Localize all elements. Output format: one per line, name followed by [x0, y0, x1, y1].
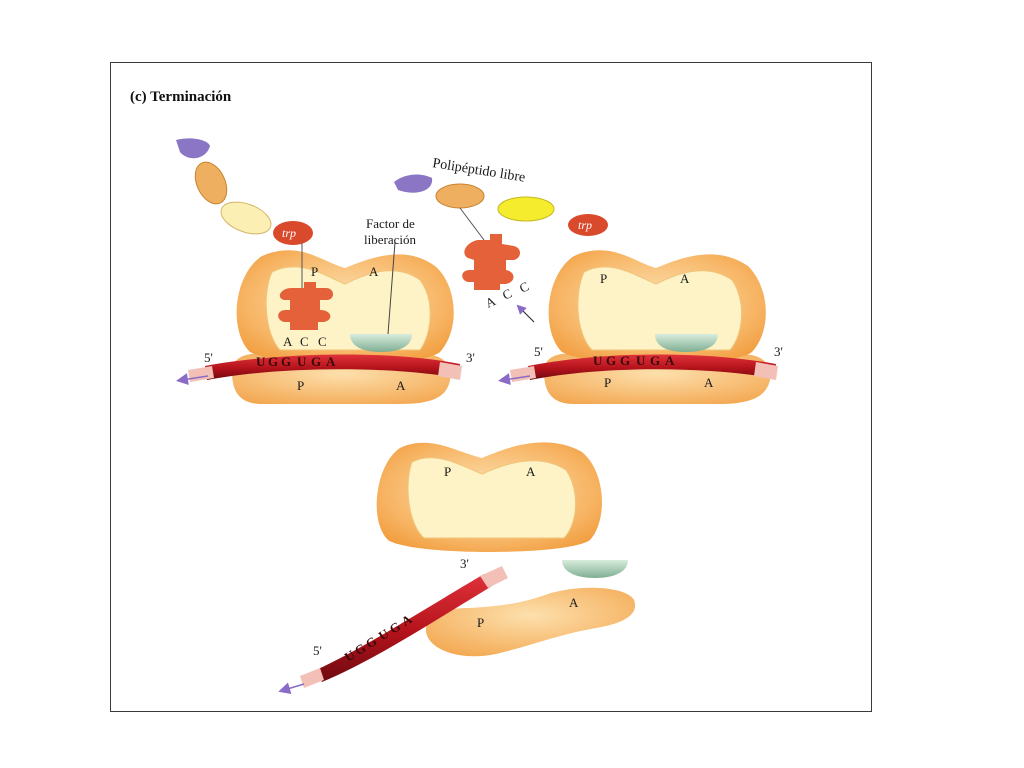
anticodon-a: A: [283, 334, 293, 349]
ribosome-inner: [577, 266, 743, 351]
trp-label-left: trp: [282, 226, 296, 240]
factor-label-line1: Factor de: [366, 216, 415, 231]
codon-6: A: [665, 353, 675, 368]
codon-6: A: [326, 354, 336, 369]
amino-acid-trp: [568, 214, 608, 236]
release-factor: [655, 334, 718, 352]
mrna-tail-left: [510, 366, 536, 382]
anticodon-a: A: [483, 293, 498, 311]
mrna-strand: [205, 354, 460, 380]
mrna-strand-released: [316, 574, 492, 682]
mrna-tail-right: [438, 362, 462, 380]
codon-5: G: [311, 354, 321, 369]
release-factor-pointer: [387, 241, 396, 335]
amino-acid-tan-1: [194, 161, 228, 205]
codon-3: G: [620, 353, 630, 368]
figure-title: (c) Terminación: [130, 89, 232, 105]
mrna-3-prime: 3': [774, 344, 783, 359]
amino-acid-cream: [220, 201, 272, 235]
mrna-5-prime: 5': [313, 643, 322, 658]
mrna-3-prime: 3': [466, 350, 475, 365]
mrna-5-prime: 5': [534, 344, 543, 359]
codon-1: U: [593, 353, 603, 368]
site-a-top: A: [680, 271, 690, 286]
anticodon-c2: C: [318, 334, 327, 349]
codon-5: G: [650, 353, 660, 368]
ribosome-inner: [407, 457, 577, 539]
factor-label-line2: liberación: [364, 232, 416, 247]
codon-2: G: [606, 353, 616, 368]
site-p-bottom: P: [604, 375, 611, 390]
site-p-bottom: P: [477, 615, 484, 630]
panel-ribosome-left: P A A C C U G G U G A 5' 3' P A trp: [176, 138, 475, 404]
anticodon-c1: C: [300, 334, 309, 349]
mrna-arrow-left: [498, 373, 531, 386]
site-a-top: A: [526, 464, 536, 479]
mrna-5-prime: 5': [204, 350, 213, 365]
amino-acid-tan: [435, 183, 485, 209]
anticodon-c1: C: [500, 285, 514, 302]
mrna-tail-left: [300, 668, 324, 688]
site-p-top: P: [311, 264, 318, 279]
mrna-tail-right: [480, 566, 508, 588]
site-p-top: P: [600, 271, 607, 286]
codon-1: U: [256, 354, 266, 369]
site-p-bottom: P: [297, 378, 304, 393]
panel-dissociated: P A P A U G G U G A 3' 5': [278, 442, 636, 695]
release-factor: [350, 334, 412, 352]
amino-acid-trp: [273, 221, 313, 245]
panel-ribosome-right: P A U G G U G A 5' 3' P A: [498, 250, 783, 404]
release-factor: [562, 560, 628, 578]
site-a-top: A: [369, 264, 379, 279]
site-p-top: P: [444, 464, 451, 479]
small-subunit: [425, 587, 636, 657]
trp-label-right: trp: [578, 218, 592, 232]
mrna-strand: [528, 354, 776, 380]
codon-4: U: [636, 353, 646, 368]
site-a-bottom: A: [569, 595, 579, 610]
site-a-bottom: A: [704, 375, 714, 390]
amino-acid-yellow: [497, 196, 555, 222]
departure-arrow: [516, 304, 535, 323]
mrna-tail-right: [754, 362, 778, 380]
mrna-arrow-left: [176, 373, 209, 386]
amino-acid-violet: [176, 138, 210, 159]
site-a-bottom: A: [396, 378, 406, 393]
trna-departing: [462, 234, 520, 290]
mrna-arrow-left: [278, 682, 305, 695]
codon-2: G: [268, 354, 278, 369]
anticodon-c2: C: [517, 278, 531, 295]
codon-3: G: [281, 354, 291, 369]
trna-tether-line: [459, 207, 485, 241]
polipeptido-label: Polipéptido libre: [431, 156, 526, 185]
amino-acid-violet: [394, 174, 433, 193]
mrna-tail-left: [188, 366, 214, 382]
trna: [278, 282, 334, 330]
mrna-3-prime: 3': [460, 556, 469, 571]
codon-4: U: [297, 354, 307, 369]
